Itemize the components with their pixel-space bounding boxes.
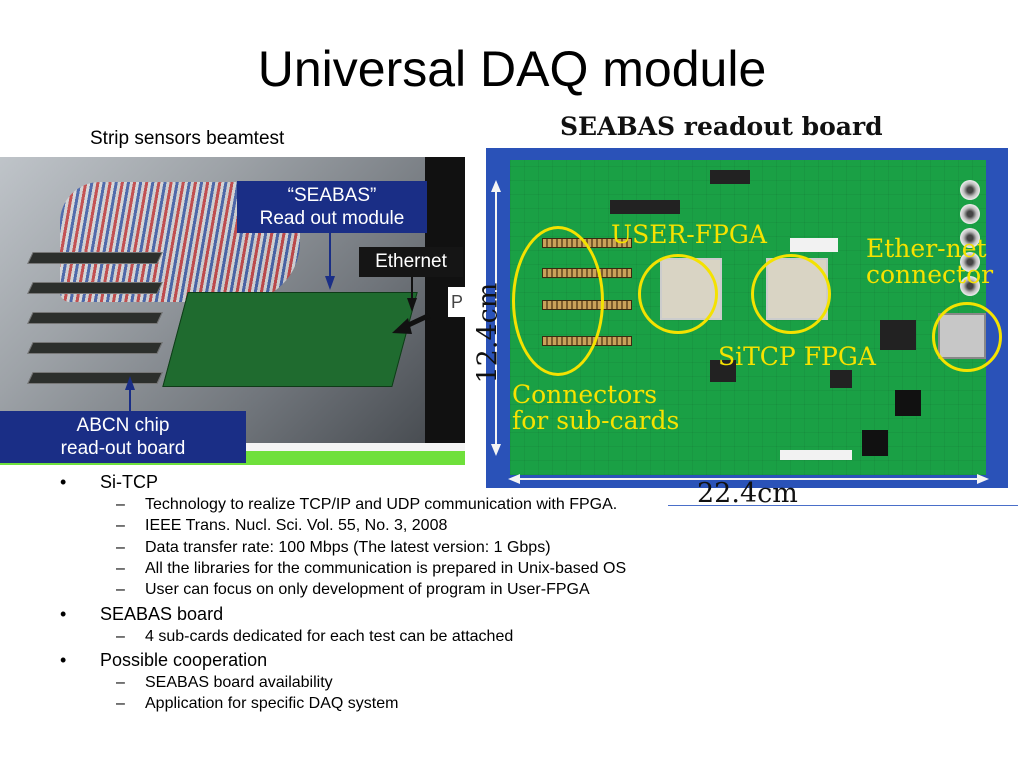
bullet-dot: • [60,650,67,670]
sub-bullet-item: – Technology to realize TCP/IP and UDP co… [116,496,618,514]
abcn-label-line1: ABCN chip [76,415,170,436]
seabas-module-label: “SEABAS” Read out module [237,181,427,233]
bullet-dot: • [60,604,67,624]
ic-chip [880,320,916,350]
height-dimension-label: 12.4cm [472,282,504,384]
width-dimension-arrow [508,474,989,484]
sitcp-fpga-annotation: SiTCP FPGA [718,342,876,371]
dash: – [116,560,125,577]
arrow-ethernet-down [407,277,417,312]
bullet-text: Possible cooperation [100,650,268,670]
dash: – [116,674,125,691]
lemo-connector [960,276,980,296]
lemo-connector [960,204,980,224]
height-dimension-arrow [491,180,501,456]
ic-chip [830,370,852,388]
seabas-board-photo: USER-FPGA Ether-net connector SiTCP FPGA… [486,148,1008,488]
connectors-highlight-ring [512,226,604,376]
sitcp-fpga-highlight-ring [751,254,831,334]
left-photo-caption: Strip sensors beamtest [90,128,285,149]
sub-bullet-item: – All the libraries for the communication… [116,560,627,578]
ic-chip [710,360,736,382]
slide-title: Universal DAQ module [257,41,767,97]
sub-bullet-item: – Data transfer rate: 100 Mbps (The lates… [116,539,551,557]
connectors-annotation: Connectors for sub-cards [512,382,679,434]
lemo-connector [960,180,980,200]
sub-bullet-item: – 4 sub-cards dedicated for each test can… [116,628,514,646]
sub-bullet-item: – SEABAS board availability [116,674,333,692]
dash: – [116,581,125,598]
ethernet-connector-line2: connector [866,260,994,289]
dash: – [116,517,125,534]
board-label [780,450,852,460]
connectors-line2: for sub-cards [512,406,680,435]
sub-bullet-text: User can focus on only development of pr… [145,581,590,598]
abcn-board-label: ABCN chip read-out board [0,411,246,463]
dimension-arrows [491,180,989,484]
dash: – [116,695,125,712]
sub-bullet-text: SEABAS board availability [145,674,333,691]
partial-label: P [448,287,465,317]
header-connector [710,170,750,184]
sub-bullet-text: Data transfer rate: 100 Mbps (The latest… [145,539,551,556]
power-jack [862,430,888,456]
lemo-connector [960,252,980,272]
user-fpga-annotation: USER-FPGA [611,220,767,249]
width-dimension-label: 22.4cm [697,478,798,509]
white-label [790,238,838,252]
sub-bullet-text: IEEE Trans. Nucl. Sci. Vol. 55, No. 3, 2… [145,517,448,534]
ethernet-highlight-ring [932,302,1002,372]
dash: – [116,496,125,513]
arrow-seabas-down [325,233,335,290]
dash: – [116,539,125,556]
sub-bullet-text: Technology to realize TCP/IP and UDP com… [145,496,618,513]
sub-bullet-text: 4 sub-cards dedicated for each test can … [145,628,514,645]
ethernet-connector-line1: Ether-net [866,234,987,263]
bullet-item: • SEABAS board [60,604,224,625]
sub-bullet-text: All the libraries for the communication … [145,560,627,577]
bullet-text: Si-TCP [100,472,158,492]
seabas-label-line2: Read out module [259,208,405,229]
abcn-label-line2: read-out board [60,438,186,459]
arrow-abcn-up [125,376,135,411]
connectors-line1: Connectors [512,380,658,409]
sub-bullet-text: Application for specific DAQ system [145,695,399,712]
board-photo-title: SEABAS readout board [560,112,883,141]
bullet-item: • Possible cooperation [60,650,268,671]
user-fpga-highlight-ring [638,254,718,334]
arrow-ethernet-double [392,308,444,334]
sub-bullet-item: – User can focus on only development of p… [116,581,590,599]
sub-bullet-item: – Application for specific DAQ system [116,695,399,713]
seabas-label-line1: “SEABAS” [287,185,377,206]
ethernet-label: Ethernet [359,247,463,277]
bullet-dot: • [60,472,67,492]
header-connector [610,200,680,214]
sub-bullet-item: – IEEE Trans. Nucl. Sci. Vol. 55, No. 3, … [116,517,448,535]
dash: – [116,628,125,645]
power-jack [895,390,921,416]
bullet-text: SEABAS board [100,604,224,624]
divider-line [668,505,1018,506]
bullet-item: • Si-TCP [60,472,158,493]
ethernet-connector-annotation: Ether-net connector [866,236,993,288]
lemo-connector [960,228,980,248]
